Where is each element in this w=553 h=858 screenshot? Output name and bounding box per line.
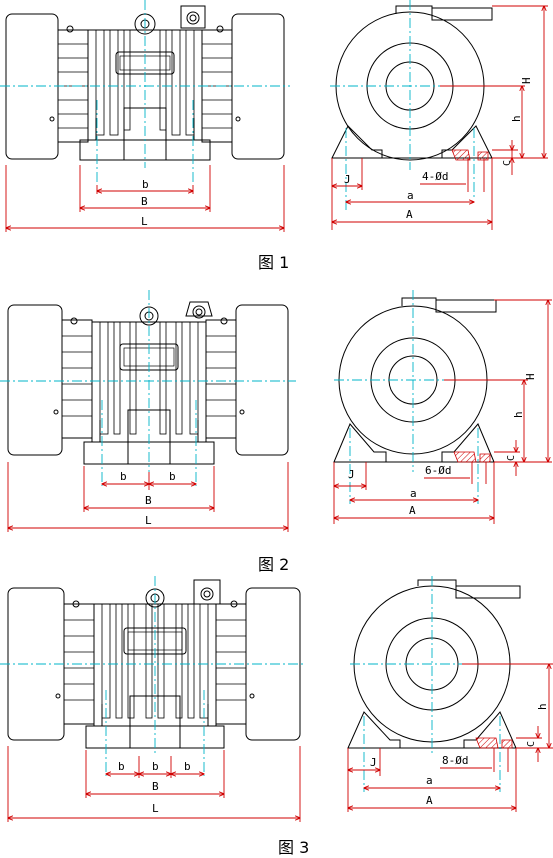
- terminal-box: [180, 5, 206, 29]
- svg-text:h: h: [536, 703, 549, 710]
- svg-text:h: h: [512, 411, 525, 418]
- end-cover-left: [5, 13, 59, 160]
- dim-C: C: [502, 160, 513, 166]
- dim-H: H: [520, 77, 533, 84]
- figure-1: b B L: [0, 0, 548, 232]
- figure-2-caption: 图 2: [258, 555, 290, 574]
- figure-2-front-view: [7, 301, 289, 465]
- dim-J: J: [344, 173, 351, 186]
- figure-3-caption: 图 3: [278, 838, 310, 857]
- svg-text:B: B: [152, 780, 159, 793]
- dim-a: a: [407, 189, 414, 202]
- svg-text:b: b: [184, 760, 191, 773]
- end-cover-right: [231, 13, 285, 160]
- dim-B: B: [141, 195, 148, 208]
- dim-h: h: [510, 115, 523, 122]
- foot-left: [331, 125, 383, 159]
- figure-2: b b B L: [0, 290, 552, 532]
- svg-text:8-Ød: 8-Ød: [442, 754, 469, 767]
- dim-b: b: [142, 178, 149, 191]
- svg-text:A: A: [426, 794, 433, 807]
- svg-text:b: b: [169, 470, 176, 483]
- svg-text:a: a: [426, 774, 433, 787]
- dim-L: L: [141, 215, 148, 228]
- dim-A: A: [406, 208, 413, 221]
- cable-gland: [431, 7, 493, 21]
- svg-text:L: L: [152, 802, 159, 815]
- svg-text:b: b: [120, 470, 127, 483]
- svg-text:H: H: [524, 373, 537, 380]
- svg-text:b: b: [118, 760, 125, 773]
- figure-1-side-view: [331, 5, 493, 161]
- svg-text:A: A: [409, 504, 416, 517]
- svg-text:b: b: [152, 760, 159, 773]
- figure-1-front-view: [5, 5, 285, 161]
- figure-1-caption: 图 1: [258, 253, 290, 272]
- svg-text:C: C: [506, 455, 517, 461]
- svg-text:L: L: [145, 514, 152, 527]
- svg-text:J: J: [370, 756, 377, 769]
- figure-3: b b b B L: [0, 576, 553, 822]
- svg-text:J: J: [348, 468, 355, 481]
- dim-holes: 4-Ød: [422, 170, 449, 183]
- svg-text:6-Ød: 6-Ød: [425, 464, 452, 477]
- svg-text:B: B: [145, 494, 152, 507]
- svg-text:C: C: [526, 741, 537, 747]
- svg-text:a: a: [410, 487, 417, 500]
